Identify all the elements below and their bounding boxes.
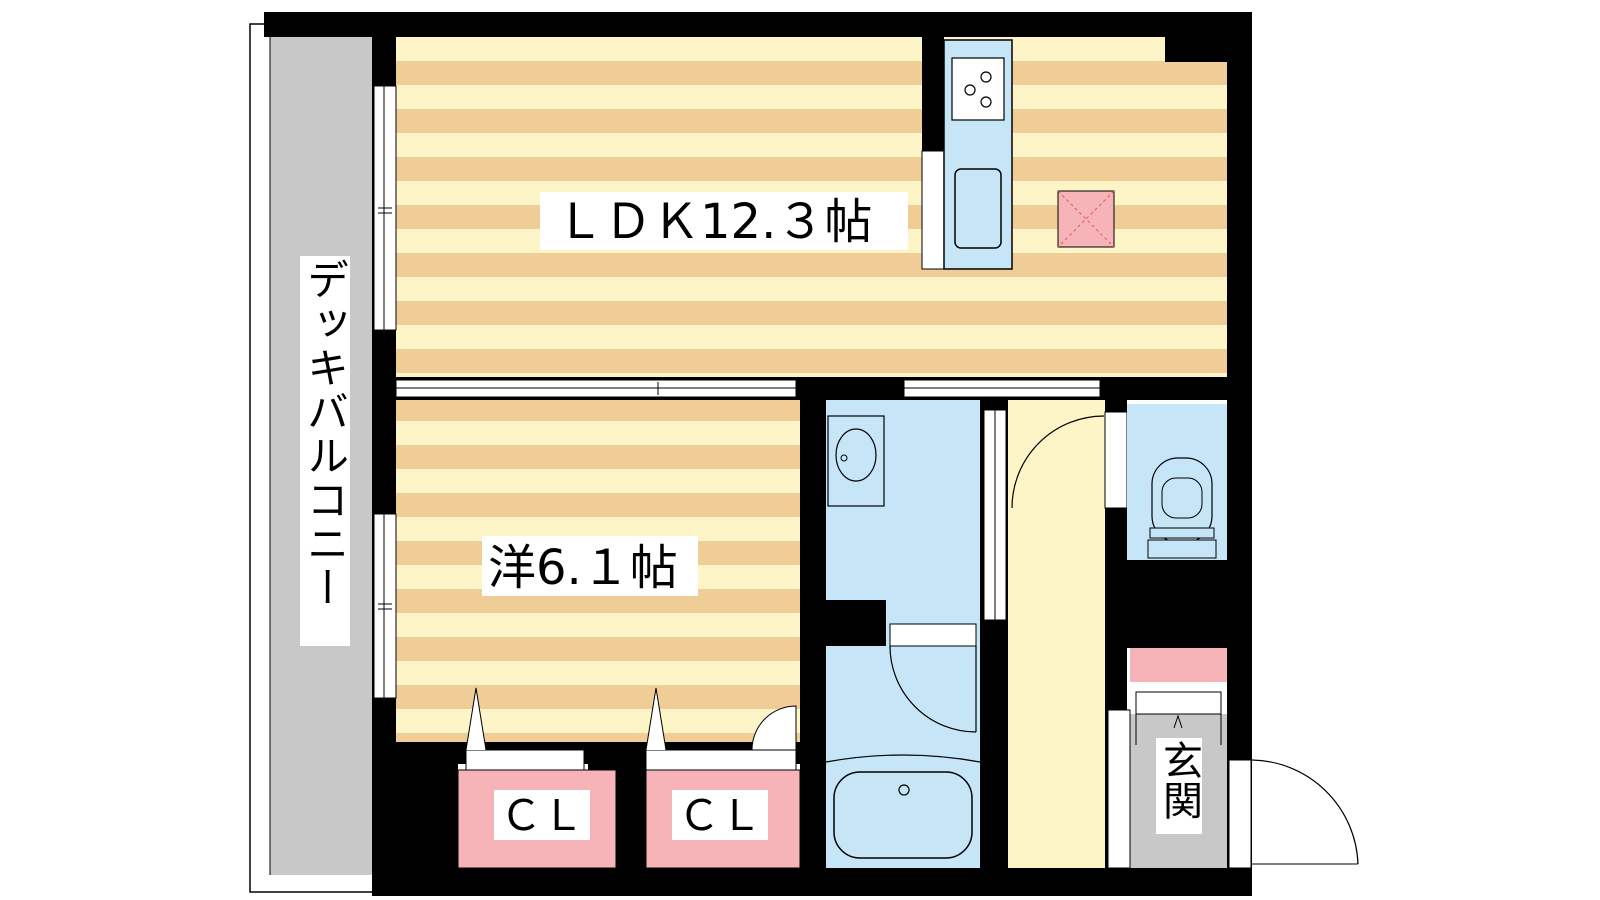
balcony-label: デッキバルコニー — [301, 258, 350, 610]
entrance-door[interactable] — [1228, 759, 1359, 869]
toilet-room — [1127, 404, 1227, 560]
label-closet-left: ＣＬ — [494, 790, 590, 840]
balcony — [249, 23, 391, 893]
hallway-door-swing — [1011, 415, 1105, 509]
western-label: 洋6.１帖 — [488, 540, 678, 596]
entrance-label: 玄関 — [1156, 740, 1202, 820]
label-balcony: デッキバルコニー — [300, 256, 350, 646]
closet-left-label: ＣＬ — [500, 791, 584, 840]
sliding-door-washroom — [903, 379, 1101, 398]
kitchen-sink-icon — [954, 168, 1002, 249]
closet-right-label: ＣＬ — [678, 791, 762, 840]
label-entrance: 玄関 — [1156, 738, 1202, 834]
sliding-door-western — [395, 379, 797, 398]
balcony-windows — [373, 85, 397, 699]
hallway — [1008, 400, 1105, 868]
kitchen-counter — [921, 39, 1013, 270]
washroom — [826, 400, 1007, 646]
bathtub-icon — [825, 754, 981, 859]
label-closet-right: ＣＬ — [672, 790, 768, 840]
shoe-box — [1130, 648, 1227, 682]
ldk-label: ＬＤＫ12.３帖 — [556, 194, 872, 250]
washbasin-icon — [827, 415, 885, 507]
bathroom — [825, 623, 981, 868]
stove-icon — [951, 57, 1005, 121]
label-western: 洋6.１帖 — [482, 536, 698, 596]
label-ldk: ＬＤＫ12.３帖 — [540, 192, 908, 250]
ventilation-icon — [1057, 190, 1115, 248]
toilet-icon — [1147, 457, 1217, 559]
